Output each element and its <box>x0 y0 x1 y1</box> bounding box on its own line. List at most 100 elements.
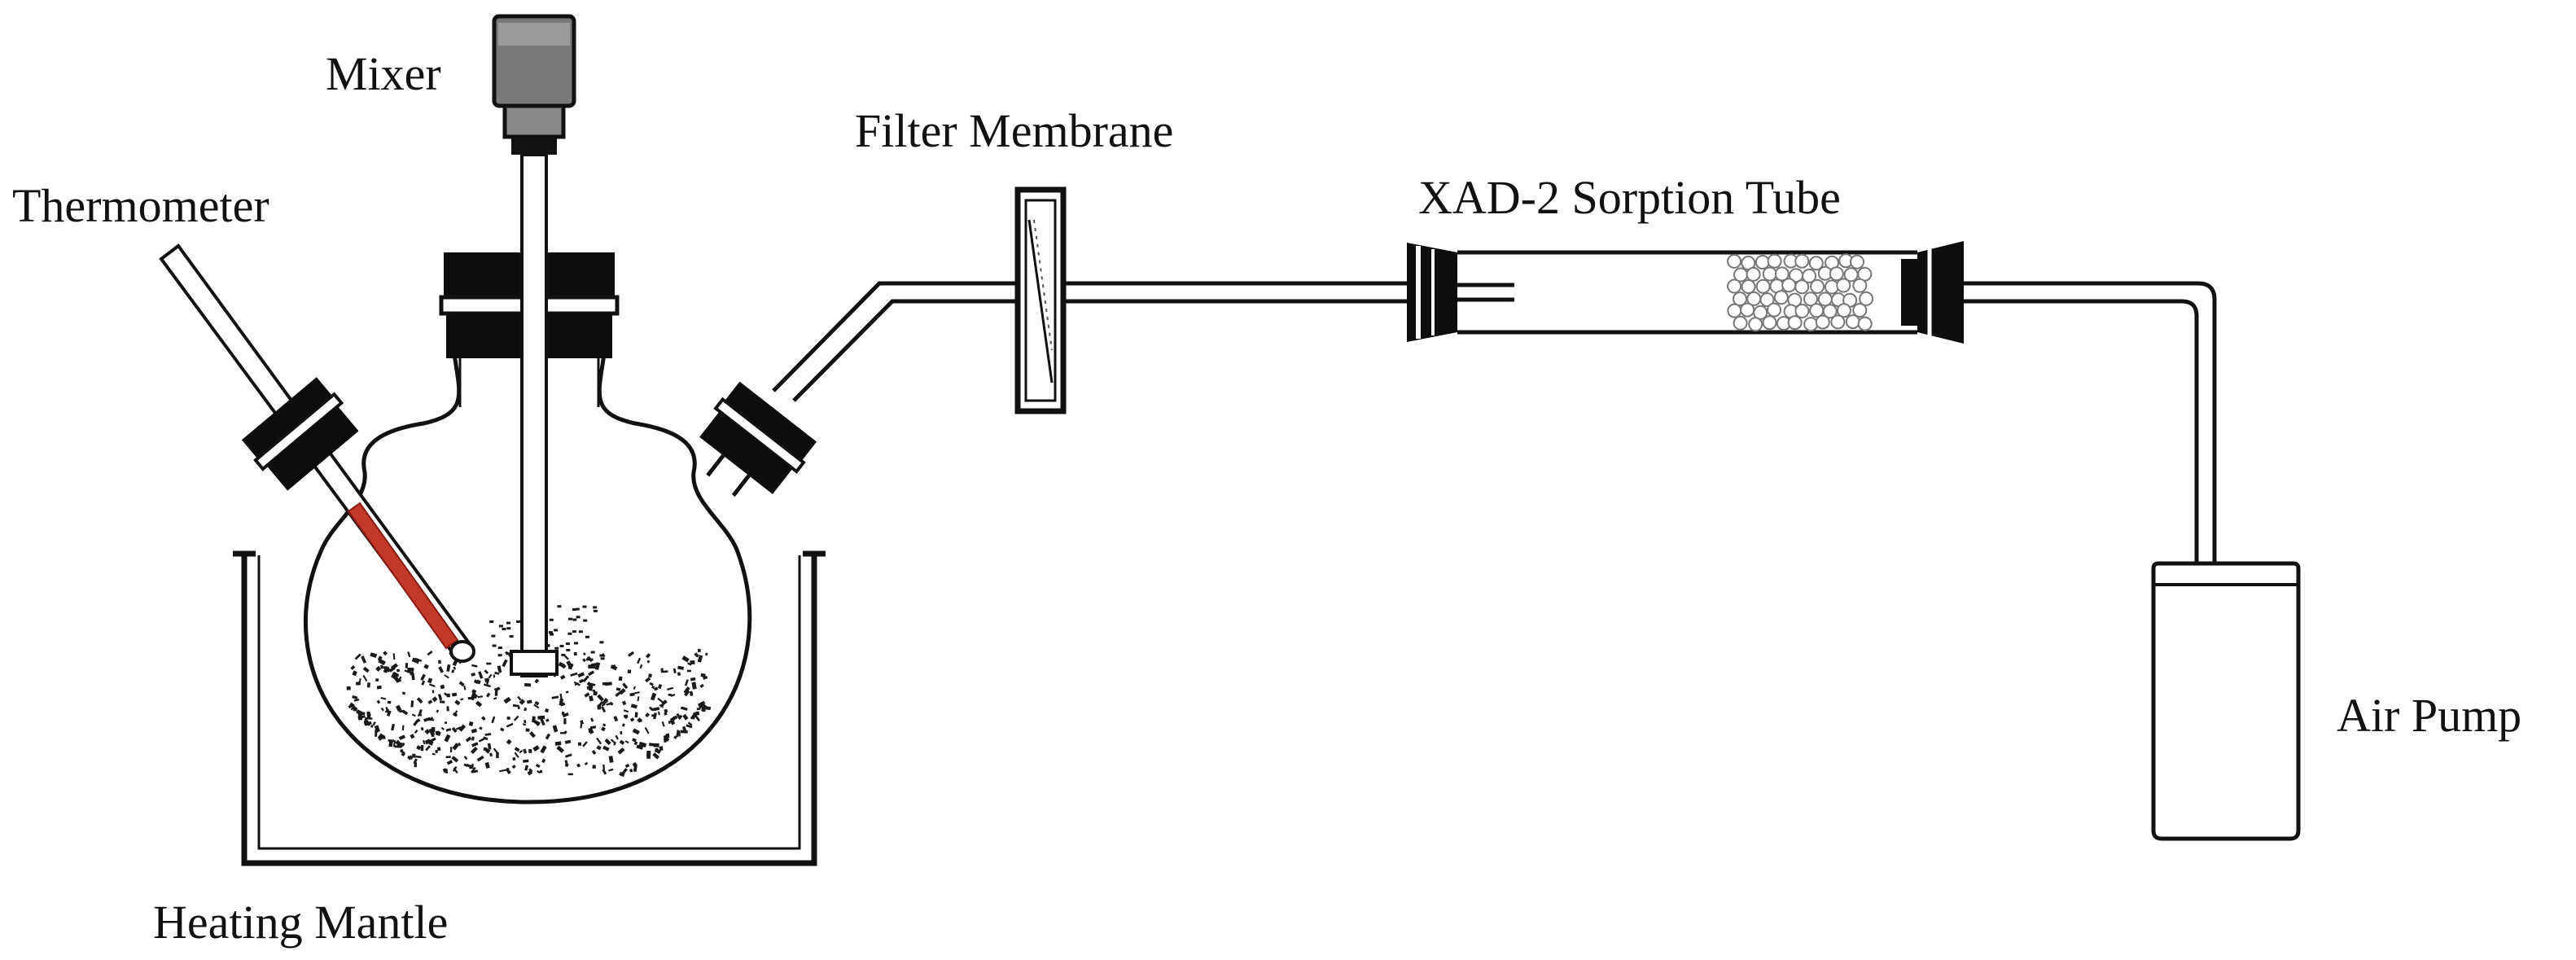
particle <box>506 652 510 655</box>
particle <box>469 765 474 769</box>
particle <box>687 662 692 666</box>
particle <box>608 768 614 772</box>
resin-bead <box>1787 315 1803 331</box>
particle <box>554 629 559 632</box>
particle <box>560 732 565 734</box>
particle <box>484 761 490 769</box>
particle <box>401 709 409 716</box>
particle <box>486 662 492 665</box>
stirring-shaft <box>520 153 548 677</box>
particle <box>701 705 705 712</box>
particle <box>440 684 445 690</box>
particle <box>554 647 559 650</box>
particle <box>559 674 566 680</box>
particle <box>589 658 594 661</box>
particle <box>502 628 506 630</box>
particle <box>496 752 499 759</box>
particle <box>368 712 371 717</box>
particle <box>473 679 480 685</box>
particle <box>558 661 565 668</box>
particle <box>648 743 655 747</box>
resin-bead <box>1829 266 1844 282</box>
particle <box>697 655 703 663</box>
particle <box>567 632 572 635</box>
particle <box>525 728 530 732</box>
particle <box>519 699 526 705</box>
particle <box>493 697 497 700</box>
particle <box>425 745 431 752</box>
particle <box>651 685 655 689</box>
particle <box>524 682 532 687</box>
particle <box>676 730 679 738</box>
particle <box>437 694 443 701</box>
particle <box>577 742 582 746</box>
particle <box>491 716 496 724</box>
particle <box>436 747 441 752</box>
particle <box>575 607 580 611</box>
particle <box>657 711 660 716</box>
particle <box>602 723 607 727</box>
particle <box>594 662 601 670</box>
particle <box>550 633 554 636</box>
particle <box>493 686 501 692</box>
particle <box>633 765 637 772</box>
particle <box>453 666 457 670</box>
particle <box>436 709 440 713</box>
particle <box>613 716 619 722</box>
particle <box>584 692 590 698</box>
particle <box>378 658 386 666</box>
particle <box>471 769 479 774</box>
resin-bead <box>1836 303 1851 318</box>
particle <box>540 718 545 726</box>
particle <box>487 743 492 750</box>
particle <box>653 686 659 691</box>
particle <box>420 727 424 731</box>
particle <box>394 745 402 748</box>
particle <box>414 729 418 734</box>
particle <box>696 707 701 711</box>
particle <box>682 713 689 721</box>
particle <box>416 697 423 704</box>
particle <box>563 718 567 725</box>
particle <box>656 749 661 755</box>
particle <box>596 737 602 745</box>
particle <box>541 758 546 764</box>
particle <box>677 665 685 670</box>
particle <box>423 717 432 722</box>
air-pump <box>2151 561 2301 841</box>
particle <box>566 648 571 651</box>
resin-bead <box>1781 278 1797 293</box>
particle <box>582 605 587 608</box>
particle <box>511 765 516 769</box>
particle <box>488 673 493 679</box>
particle <box>451 669 455 673</box>
particle <box>475 700 483 708</box>
resin-bead <box>1803 317 1819 332</box>
particle <box>695 711 700 716</box>
particle <box>699 683 704 689</box>
particle <box>484 683 492 688</box>
particle <box>506 627 511 630</box>
particle <box>407 756 413 760</box>
resin-bead <box>1810 278 1825 294</box>
particle <box>586 682 592 686</box>
particle <box>450 747 453 753</box>
particle <box>377 733 384 740</box>
particle <box>453 767 458 774</box>
particle <box>460 698 464 701</box>
particle <box>578 630 583 633</box>
resin-bead <box>1830 314 1846 330</box>
particle <box>602 682 610 686</box>
particle <box>463 685 467 690</box>
particle <box>522 723 527 726</box>
particle <box>559 698 563 706</box>
particle <box>534 700 540 706</box>
particle <box>527 770 533 776</box>
particle <box>532 716 536 723</box>
label-thermometer: Thermometer <box>12 179 269 232</box>
particle <box>502 659 508 668</box>
particle <box>392 653 396 660</box>
label-heating-mantle: Heating Mantle <box>153 896 448 949</box>
particle <box>561 711 565 715</box>
particle <box>514 752 519 758</box>
